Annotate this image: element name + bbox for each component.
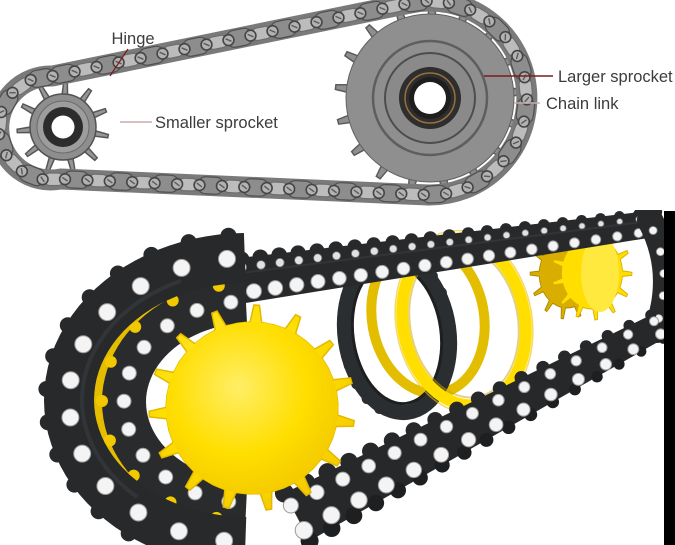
labeled-chain-drive-diagram: Hinge Smaller sprocket Larger sprocket C… (0, 0, 673, 206)
larger-sprocket-label: Larger sprocket (558, 68, 673, 86)
left-sprocket-and-wrap (38, 227, 356, 545)
hinge-label: Hinge (111, 30, 154, 48)
chain-loop-drawing (0, 0, 538, 206)
right-edge-bar (664, 211, 675, 545)
roller-chain-3d-render (38, 210, 675, 545)
leader-lines (109, 48, 553, 123)
smaller-sprocket-drawing (16, 80, 110, 174)
chain-link-label: Chain link (546, 95, 619, 113)
larger-sprocket-drawing (334, 2, 526, 193)
smaller-sprocket-label: Smaller sprocket (155, 114, 278, 132)
